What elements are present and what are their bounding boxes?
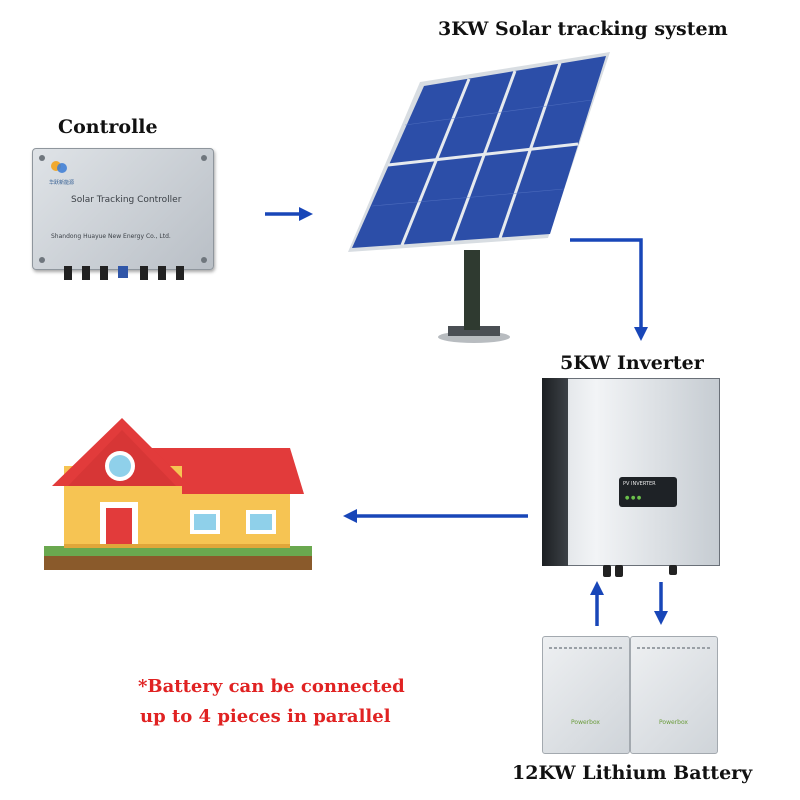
controller-title: Solar Tracking Controller (71, 195, 182, 205)
inverter-device: PV INVERTER ● ● ● (542, 378, 720, 577)
battery-unit-2: Powerbox (630, 636, 718, 754)
inverter-label: 5KW Inverter (560, 352, 704, 374)
controller-logo-icon (51, 161, 67, 173)
controller-label: Controlle (58, 116, 158, 138)
controller-device: 华跃新能源 Solar Tracking Controller Shandong… (32, 148, 214, 270)
battery-brand-2: Powerbox (659, 719, 688, 726)
solar-panel-array (352, 56, 606, 248)
battery-label: 12KW Lithium Battery (512, 762, 753, 784)
battery-note-line1: *Battery can be connected (138, 676, 405, 697)
battery-unit-1: Powerbox (542, 636, 630, 754)
controller-company: Shandong Huayue New Energy Co., Ltd. (51, 233, 171, 240)
inverter-display-text: PV INVERTER (623, 481, 656, 487)
battery-note-line2: up to 4 pieces in parallel (140, 706, 391, 727)
inverter-led-icon: ● ● ● (625, 495, 642, 501)
controller-brand: 华跃新能源 (49, 180, 75, 186)
tracking-system-label: 3KW Solar tracking system (438, 18, 728, 40)
battery-brand-1: Powerbox (571, 719, 600, 726)
arrow-tracker-to-inverter (570, 238, 648, 341)
inverter-display: PV INVERTER ● ● ● (619, 477, 677, 507)
